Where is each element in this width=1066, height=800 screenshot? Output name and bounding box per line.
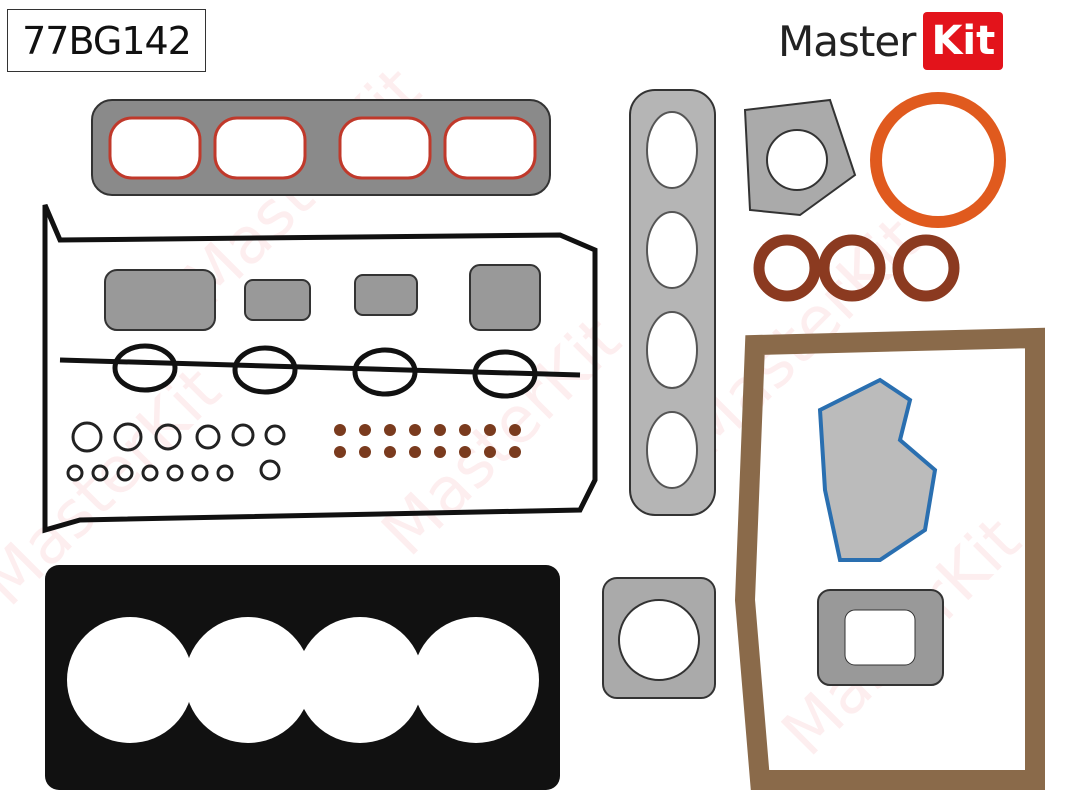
water-pump-gasket bbox=[817, 377, 938, 562]
crankshaft-seal-large bbox=[870, 92, 1006, 228]
intake-manifold-gasket bbox=[91, 99, 551, 196]
cylinder-head-gasket bbox=[45, 565, 560, 790]
valve-cover-gasket bbox=[42, 204, 598, 534]
oil-pan-gasket bbox=[734, 327, 1045, 790]
brand-logo: Master Kit bbox=[778, 12, 1004, 70]
exhaust-manifold-gasket bbox=[629, 89, 716, 516]
part-number-label: 77BG142 bbox=[7, 9, 206, 72]
brand-logo-kit: Kit bbox=[923, 12, 1004, 70]
oil-seals bbox=[753, 234, 960, 302]
brand-logo-master: Master bbox=[778, 16, 916, 66]
